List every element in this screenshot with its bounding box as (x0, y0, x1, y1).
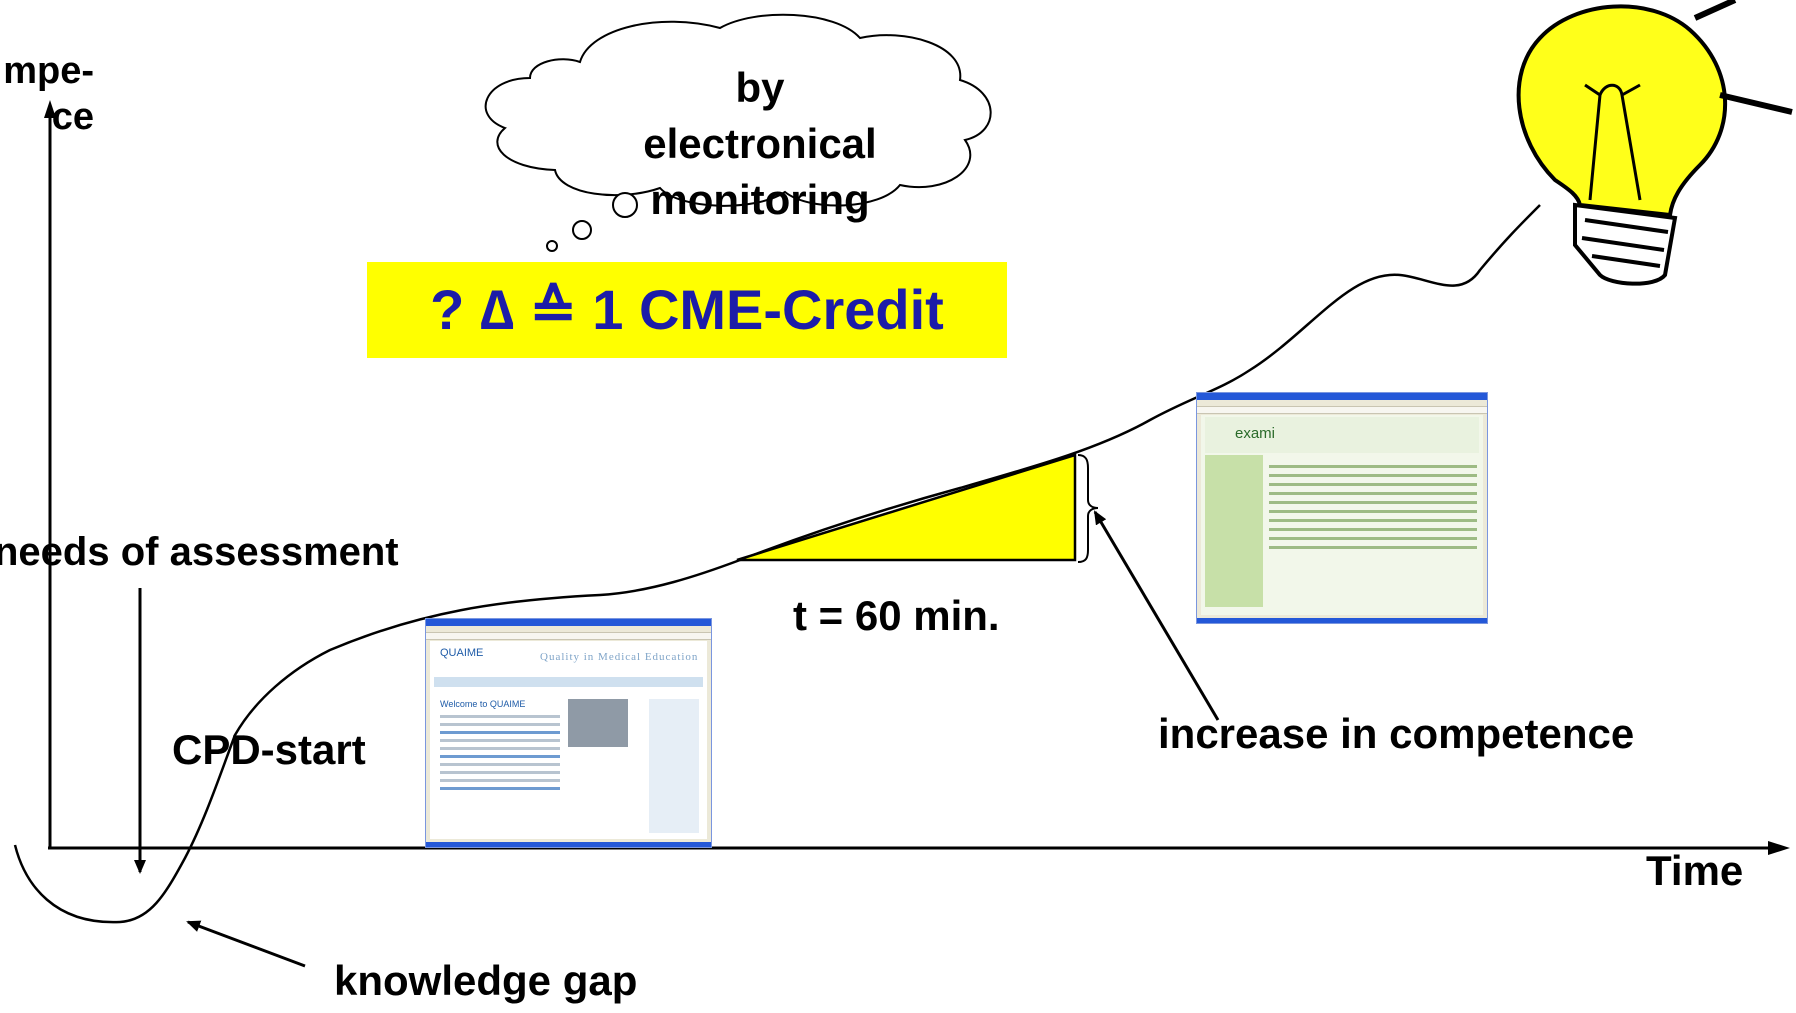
y-axis-arrowhead (44, 100, 56, 118)
quaime-logo: QUAIME (440, 647, 484, 659)
exami-logo: exami (1235, 425, 1276, 442)
knowledge-gap-label: knowledge gap (334, 957, 638, 1004)
cme-credit-text: ? ∆ ≙ 1 CME-Credit (430, 278, 944, 341)
thought-bubble-small (546, 240, 558, 252)
cloud-line-2: electronical (643, 120, 877, 167)
quaime-tagline: Quality in Medical Education (540, 651, 699, 663)
thought-cloud-text: by electronical monitoring (600, 60, 920, 228)
exami-website-screenshot: exami (1196, 392, 1488, 624)
thought-cloud-icon (484, 13, 992, 207)
competence-increase-arrow (1093, 510, 1220, 721)
x-axis-label: Time (1646, 847, 1744, 894)
thought-bubble-medium (572, 220, 592, 240)
cloud-line-1: by (735, 64, 785, 111)
knowledge-gap-arrow (186, 920, 306, 968)
quaime-website-screenshot: QUAIME Quality in Medical Education Welc… (425, 618, 712, 848)
light-bulb-icon (1516, 0, 1793, 286)
increase-in-competence-label: increase in competence (1158, 710, 1635, 757)
y-axis-label: mpe- ce (3, 50, 94, 138)
duration-label: t = 60 min. (793, 592, 1000, 639)
credit-triangle (736, 453, 1077, 562)
thought-bubble-large (612, 192, 638, 218)
cloud-line-3: monitoring (650, 176, 870, 223)
cme-credit-box: ? ∆ ≙ 1 CME-Credit (367, 262, 1007, 358)
needs-of-assessment-label: needs of assessment (0, 530, 399, 574)
duration-brace (1077, 454, 1099, 563)
cpd-start-label: CPD-start (172, 726, 366, 773)
x-axis-arrowhead (1768, 841, 1790, 855)
quaime-welcome: Welcome to QUAIME (440, 699, 526, 709)
